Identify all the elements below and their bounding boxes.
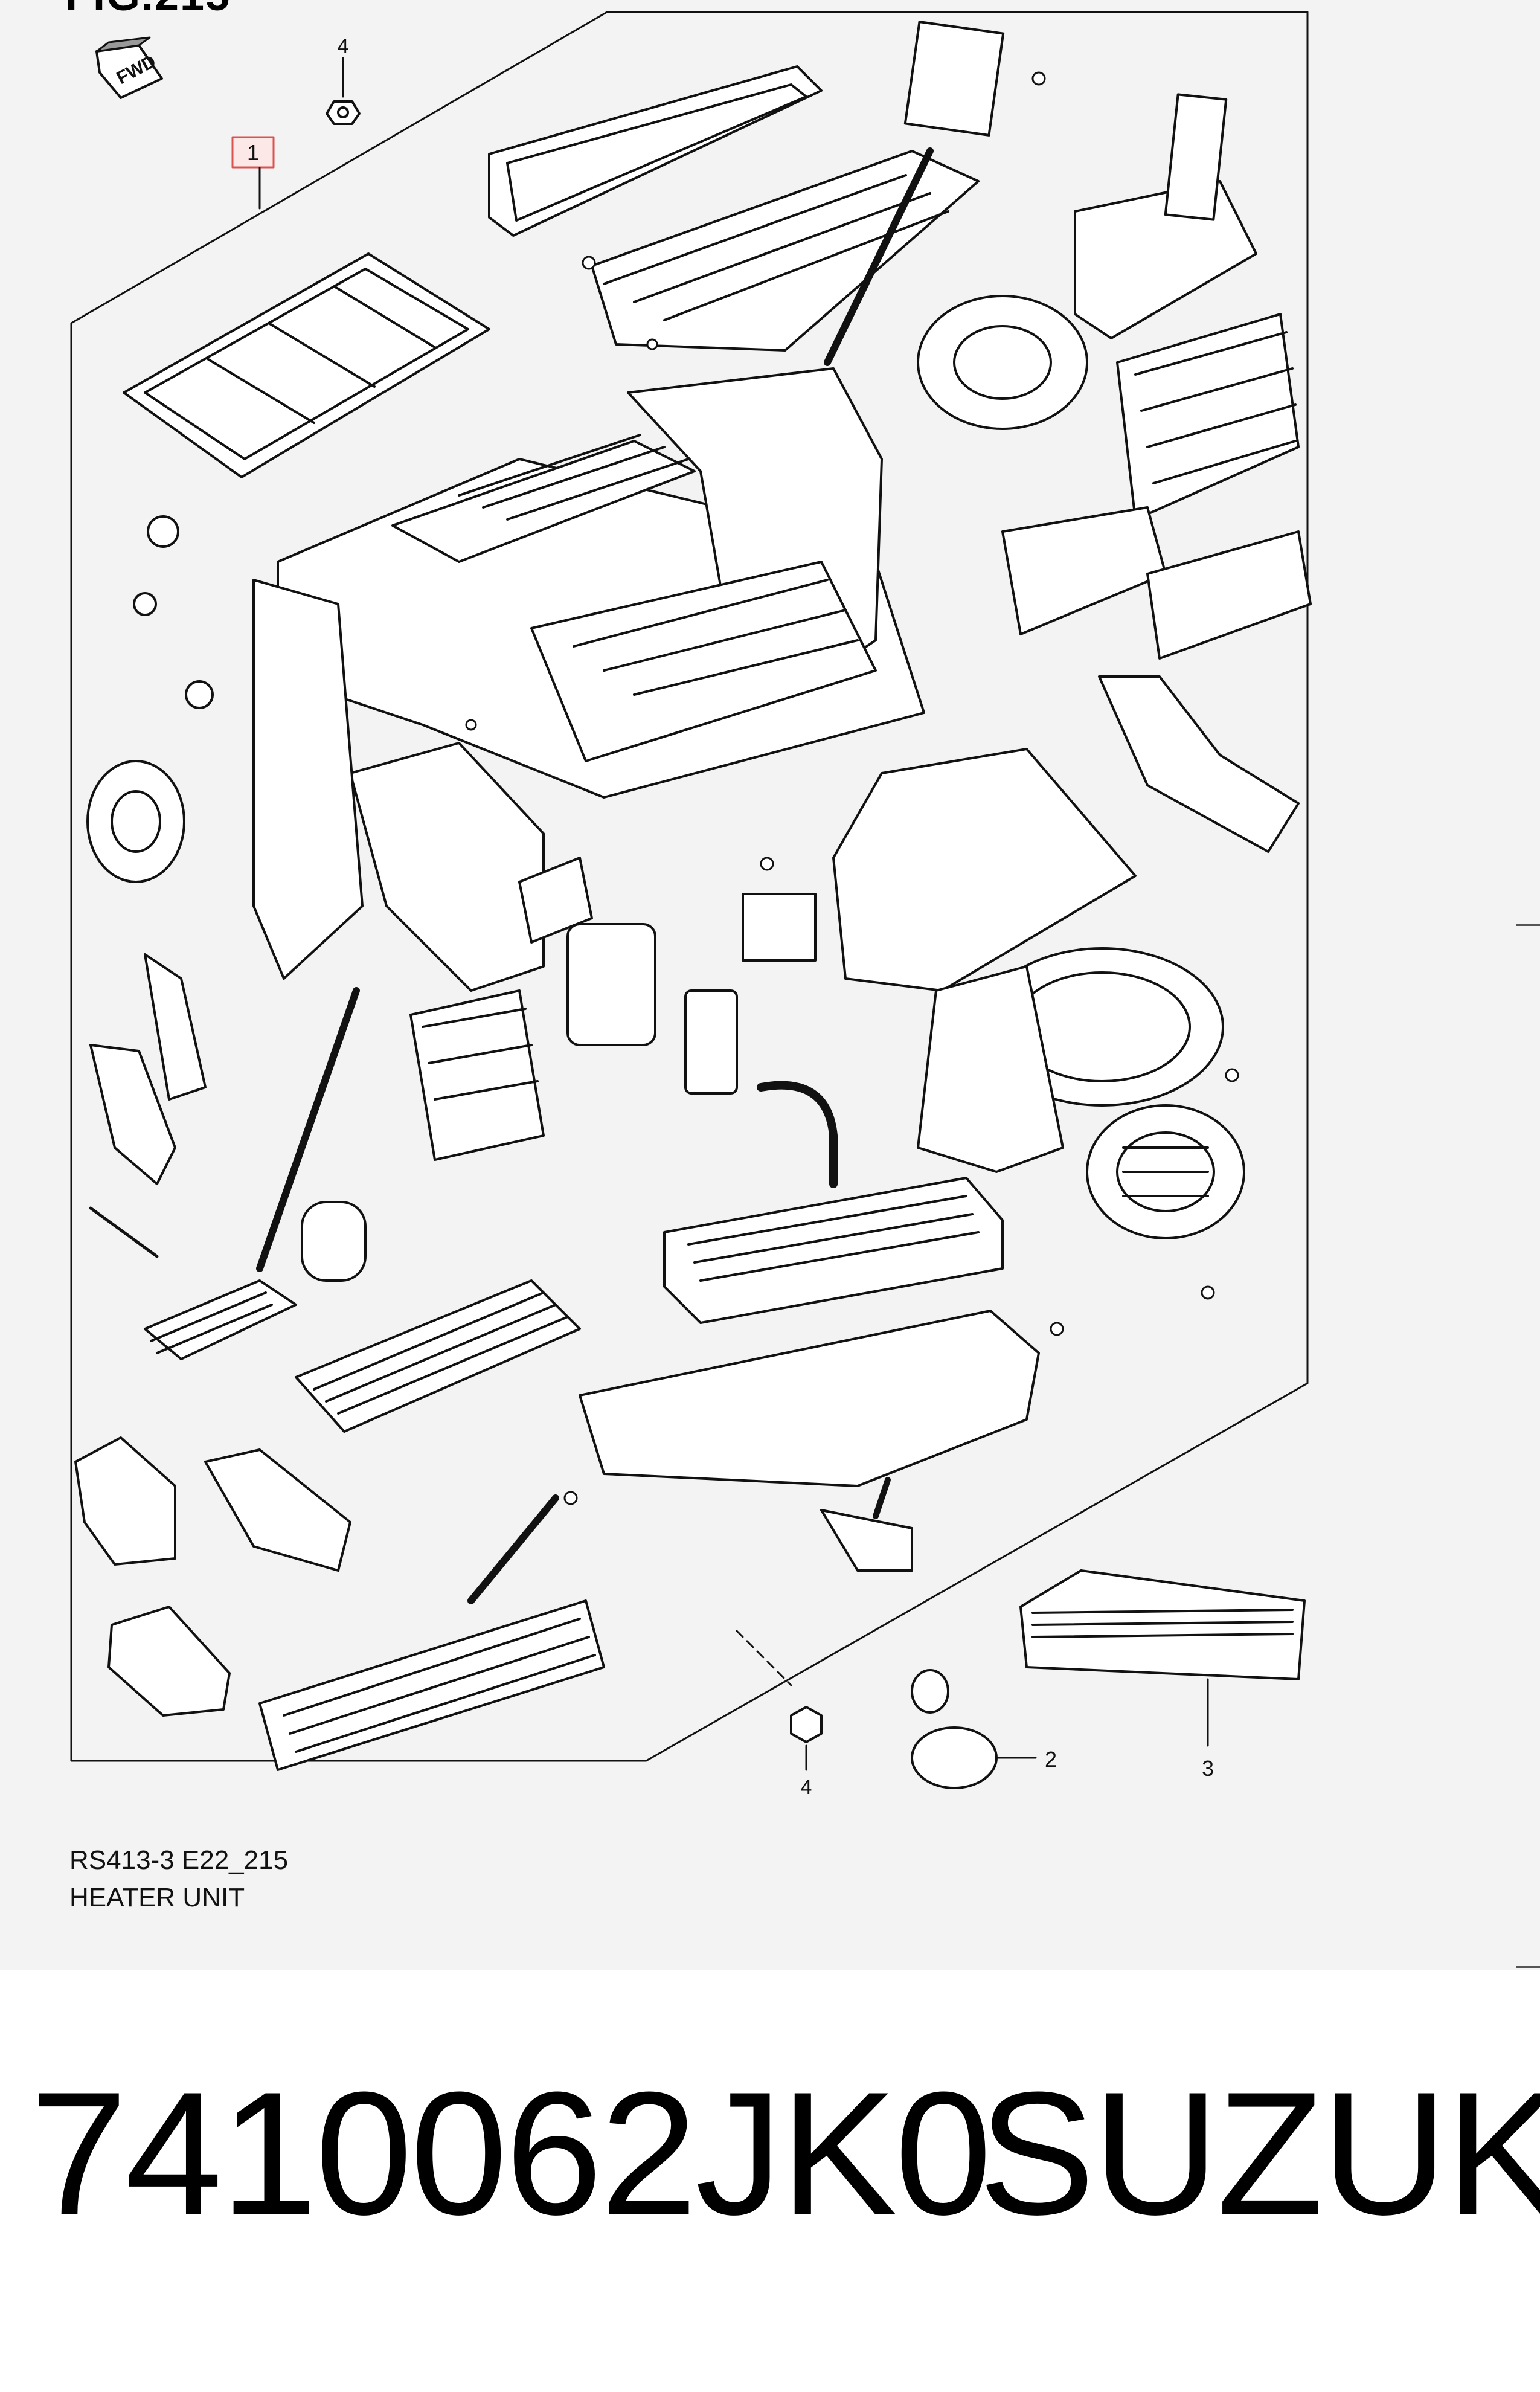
callout-3: 3: [1202, 1756, 1214, 1781]
diagram-code: RS413-3 E22_215: [69, 1845, 289, 1875]
duct-frame: [488, 65, 823, 237]
lower-case: [258, 1477, 913, 1771]
figure-title: FIG.215: [65, 0, 231, 21]
fwd-arrow-icon: FWD: [95, 36, 163, 99]
blower-housing: [917, 93, 1300, 521]
callout-1: 1: [247, 140, 259, 165]
main-housing: [277, 367, 925, 992]
callout-2: 2: [1045, 1747, 1057, 1772]
actuator: [74, 1436, 351, 1717]
diagram-name: HEATER UNIT: [69, 1883, 245, 1912]
kit-boundary: [70, 11, 1309, 1762]
part-2-duct: [911, 1669, 1037, 1789]
brand-name: SUZUKI: [978, 2056, 1540, 2251]
exploded-parts-diagram: FWD 1 4: [70, 11, 1312, 1799]
upper-housing: [591, 21, 1005, 366]
valve-block: [409, 893, 817, 1161]
left-brackets: [86, 515, 364, 1258]
edge-tick: [1516, 924, 1540, 926]
nut-icon-bottom: [736, 1630, 823, 1771]
nut-icon: [326, 100, 361, 125]
blower-fan: [832, 748, 1245, 1239]
callout-1-box: [231, 136, 275, 169]
edge-tick: [1516, 1966, 1540, 1968]
part-3-cabin-filter: [1019, 1569, 1306, 1747]
callout-4-bottom: 4: [801, 1776, 812, 1799]
side-duct: [1001, 506, 1312, 853]
part-number: 7410062JK0: [30, 2056, 992, 2251]
evaporator: [579, 1081, 1040, 1487]
filter-frame: [123, 252, 490, 478]
screw-icons: [465, 71, 1239, 1505]
heater-core: [144, 987, 581, 1433]
callout-4-top: 4: [338, 35, 349, 58]
